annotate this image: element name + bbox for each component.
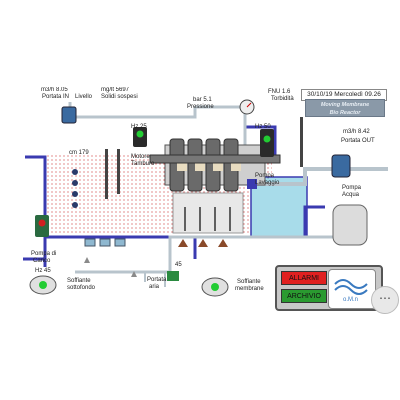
flowmeter-out (331, 154, 351, 178)
portata-out-value: m3/h 8.42 (343, 129, 370, 135)
portata-aria-label2: aria (149, 284, 160, 290)
solidi-value: mg/lt 5697 (101, 87, 130, 93)
soffiante-sottofondo-label2: sottofondo (67, 285, 96, 291)
pompa-lavaggio-label2: Lavaggio (255, 180, 280, 186)
system-title-line1: Moving Membrane (320, 102, 370, 108)
flowmeter-in (61, 106, 77, 124)
scada-screen: m3/h 8.05 Portata IN Livello mg/lt 5697 … (15, 87, 388, 313)
probe-solidi (117, 149, 120, 194)
pompa-lavaggio-value: Hz 50 (255, 124, 271, 130)
probe-torbidita (300, 117, 303, 167)
air-arrows (178, 239, 228, 247)
solidi-label: Solidi sospesi (101, 94, 138, 100)
pressione-value: bar 5.1 (193, 97, 212, 103)
level-indicators (72, 169, 78, 208)
process-diagram (23, 99, 388, 297)
system-title: Moving Membrane Bio Reactor (305, 99, 385, 117)
soffiante-membrane-label2: membrane (235, 286, 264, 292)
pipe-wash-top (245, 125, 277, 157)
flowmeter-aria (167, 271, 179, 281)
wash-tank (250, 176, 308, 238)
portata-in-value: m3/h 8.05 (41, 87, 68, 93)
allarmi-button[interactable]: ALLARMI (281, 271, 327, 285)
pressione-label: Pressione (187, 104, 214, 110)
pompa-lavaggio-label1: Pompa (255, 173, 275, 179)
soffiante-membrane-label1: Soffiante (237, 279, 261, 285)
motore-label2: Tamburo (131, 161, 155, 167)
aux-arrows (84, 257, 137, 277)
system-title-line2: Bio Reactor (329, 110, 361, 116)
portata-out-label: Portata OUT (341, 138, 375, 144)
portata-aria-label1: Portata (147, 277, 167, 283)
probe-livello (105, 149, 108, 199)
pompa-carico-label1: Pompa di (31, 251, 57, 257)
water-pump-body (332, 204, 368, 246)
motore-value: Hz 25 (131, 124, 147, 130)
motore-label1: Motore (131, 154, 150, 160)
logo-text: o.M.n (343, 297, 359, 303)
pompa-acqua-label2: Acqua (342, 192, 360, 198)
torbidita-label: Torbidità (271, 96, 294, 102)
portata-in-label: Portata IN (42, 94, 70, 100)
pompa-carico-label2: Carico (33, 258, 51, 264)
wave-icon (334, 279, 368, 295)
diffuser-box (172, 192, 244, 234)
pompa-acqua-label1: Pompa (342, 185, 362, 191)
level-value: cm 179 (69, 150, 89, 156)
soffiante-sottofondo-label1: Soffiante (67, 278, 91, 284)
membrane-discs (169, 138, 241, 192)
more-options-button[interactable]: ⋯ (371, 286, 399, 314)
pipe-wash (303, 205, 325, 237)
company-logo[interactable]: o.M.n (328, 269, 376, 309)
livello-label: Livello (75, 94, 93, 100)
portata-aria-value: 45 (175, 262, 182, 268)
archivio-button[interactable]: ARCHIVIO (281, 289, 327, 303)
torbidita-value: FNU 1.6 (268, 89, 291, 95)
soffiante-sottofondo-value: Hz 45 (35, 268, 51, 274)
air-valves (84, 238, 126, 247)
